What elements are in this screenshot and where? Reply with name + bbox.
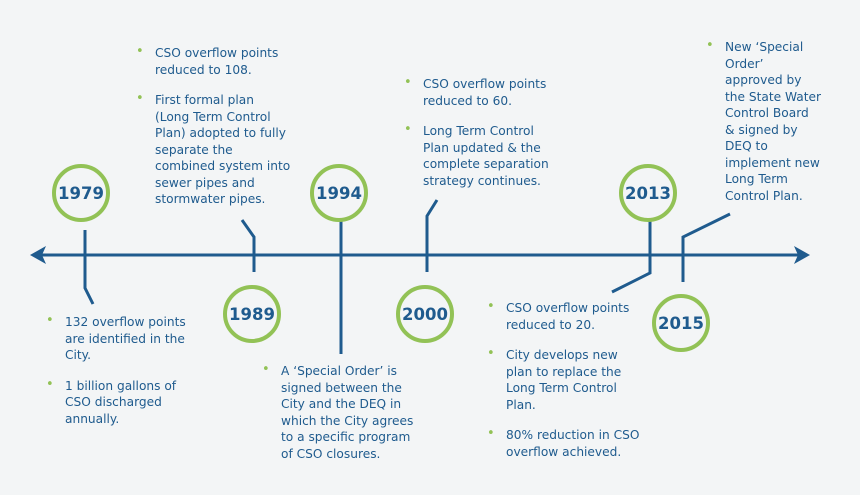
year-circle-2013: 2013 <box>619 164 677 222</box>
right-arrow-icon <box>794 246 810 264</box>
note-item: First formal plan(Long Term ControlPlan)… <box>136 91 290 208</box>
connector-2013 <box>611 220 652 294</box>
connector-2015 <box>681 212 731 282</box>
connector-1989 <box>240 219 256 272</box>
connector-2000 <box>425 199 439 272</box>
year-circle-1979: 1979 <box>52 164 110 222</box>
year-circle-2000: 2000 <box>396 285 454 343</box>
year-circle-1994: 1994 <box>310 164 368 222</box>
left-arrow-icon <box>30 246 46 264</box>
year-circle-2015: 2015 <box>652 294 710 352</box>
year-circle-1989: 1989 <box>223 285 281 343</box>
connector-1979 <box>83 230 95 305</box>
